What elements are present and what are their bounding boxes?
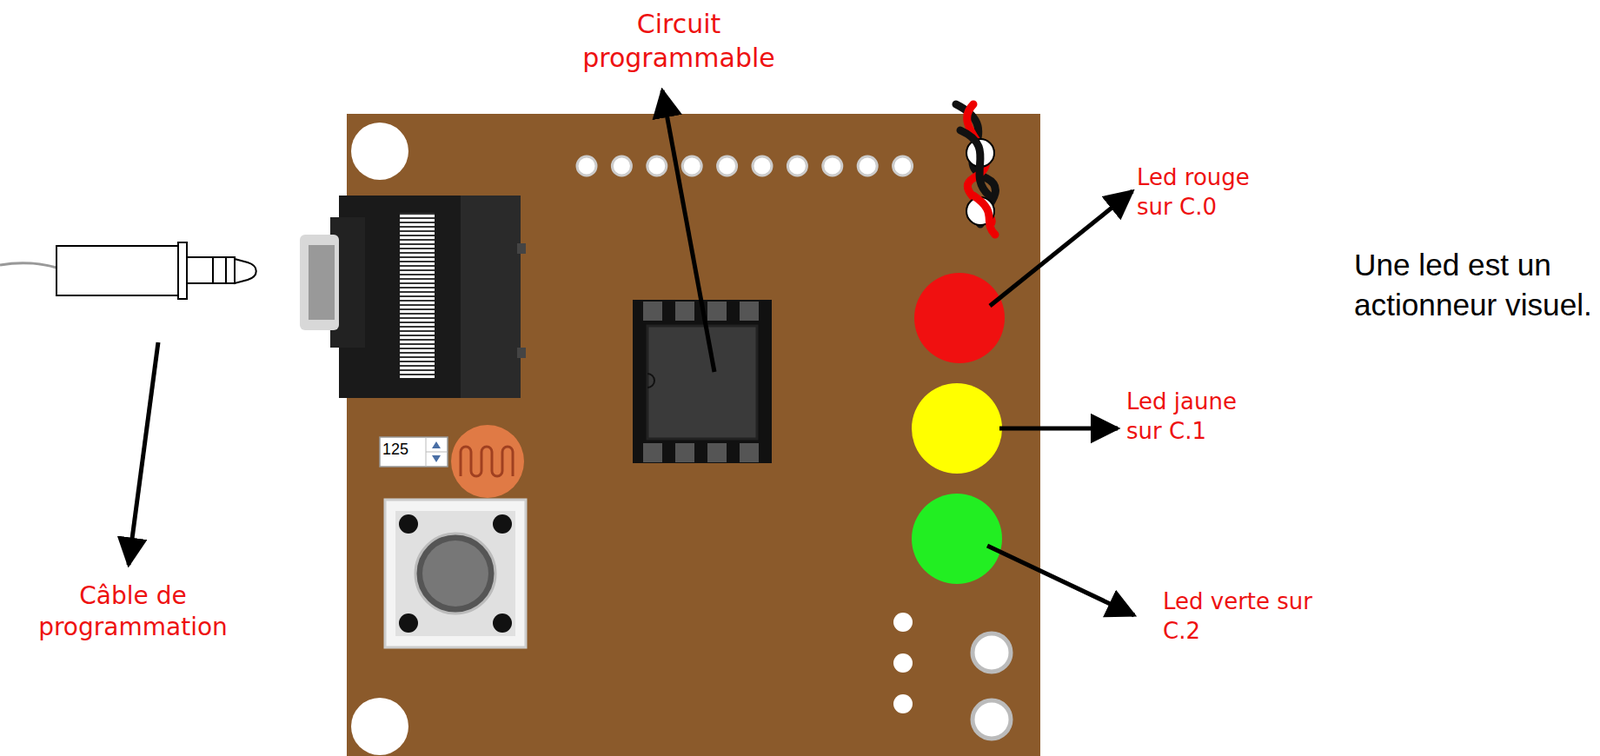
light-sensor: [451, 424, 525, 498]
connector-pads: [893, 612, 1011, 739]
programmable-chip: [632, 299, 772, 464]
green-led: [911, 493, 1003, 585]
power-wires: [956, 104, 996, 235]
mount-hole: [351, 697, 409, 756]
pad-row: [577, 156, 913, 176]
red-led: [914, 272, 1005, 364]
chip-label: Circuit programmable: [565, 6, 792, 75]
push-button: [385, 499, 526, 648]
note-text: Une led est un actionneur visuel.: [1354, 245, 1596, 326]
programming-cable: [0, 242, 257, 299]
value-spinner: [379, 437, 448, 467]
audio-jack: [299, 195, 526, 399]
led-label: Led rouge sur C.0: [1136, 163, 1285, 223]
spinner-value: 125: [382, 439, 425, 460]
leader-lines: [128, 90, 1135, 616]
yellow-led: [911, 383, 1003, 474]
led-label: Led verte sur C.2: [1162, 587, 1315, 647]
mount-hole: [351, 122, 409, 180]
led-label: Led jaune sur C.1: [1126, 387, 1279, 447]
cable-label: Câble de programmation: [6, 580, 259, 644]
